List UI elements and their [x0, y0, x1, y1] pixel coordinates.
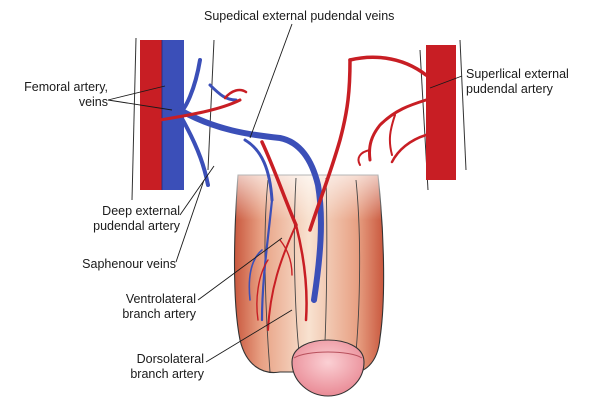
right-thigh [420, 40, 466, 190]
saphenous-vein [180, 115, 208, 185]
label-dorsolateral-branch-artery: Dorsolateral branch artery [40, 352, 204, 382]
label-deep-external-pudendal-artery: Deep external pudendal artery [20, 204, 180, 234]
right-femoral-artery [426, 45, 456, 180]
superficial-external-pudendal-artery [350, 57, 426, 75]
label-ventrolateral-branch-artery: Ventrolateral branch artery [40, 292, 196, 322]
label-superficial-external-pudendal-veins: Supedical external pudendal veins [204, 9, 394, 24]
label-femoral-artery-veins: Femoral artery, veins [10, 80, 108, 110]
label-superficial-external-pudendal-artery: Superlical external pudendal artery [466, 67, 569, 97]
label-saphenous-veins: Saphenour veins [20, 257, 176, 272]
left-femoral-artery [140, 40, 162, 190]
penile-body [232, 150, 384, 373]
glans [292, 340, 364, 396]
